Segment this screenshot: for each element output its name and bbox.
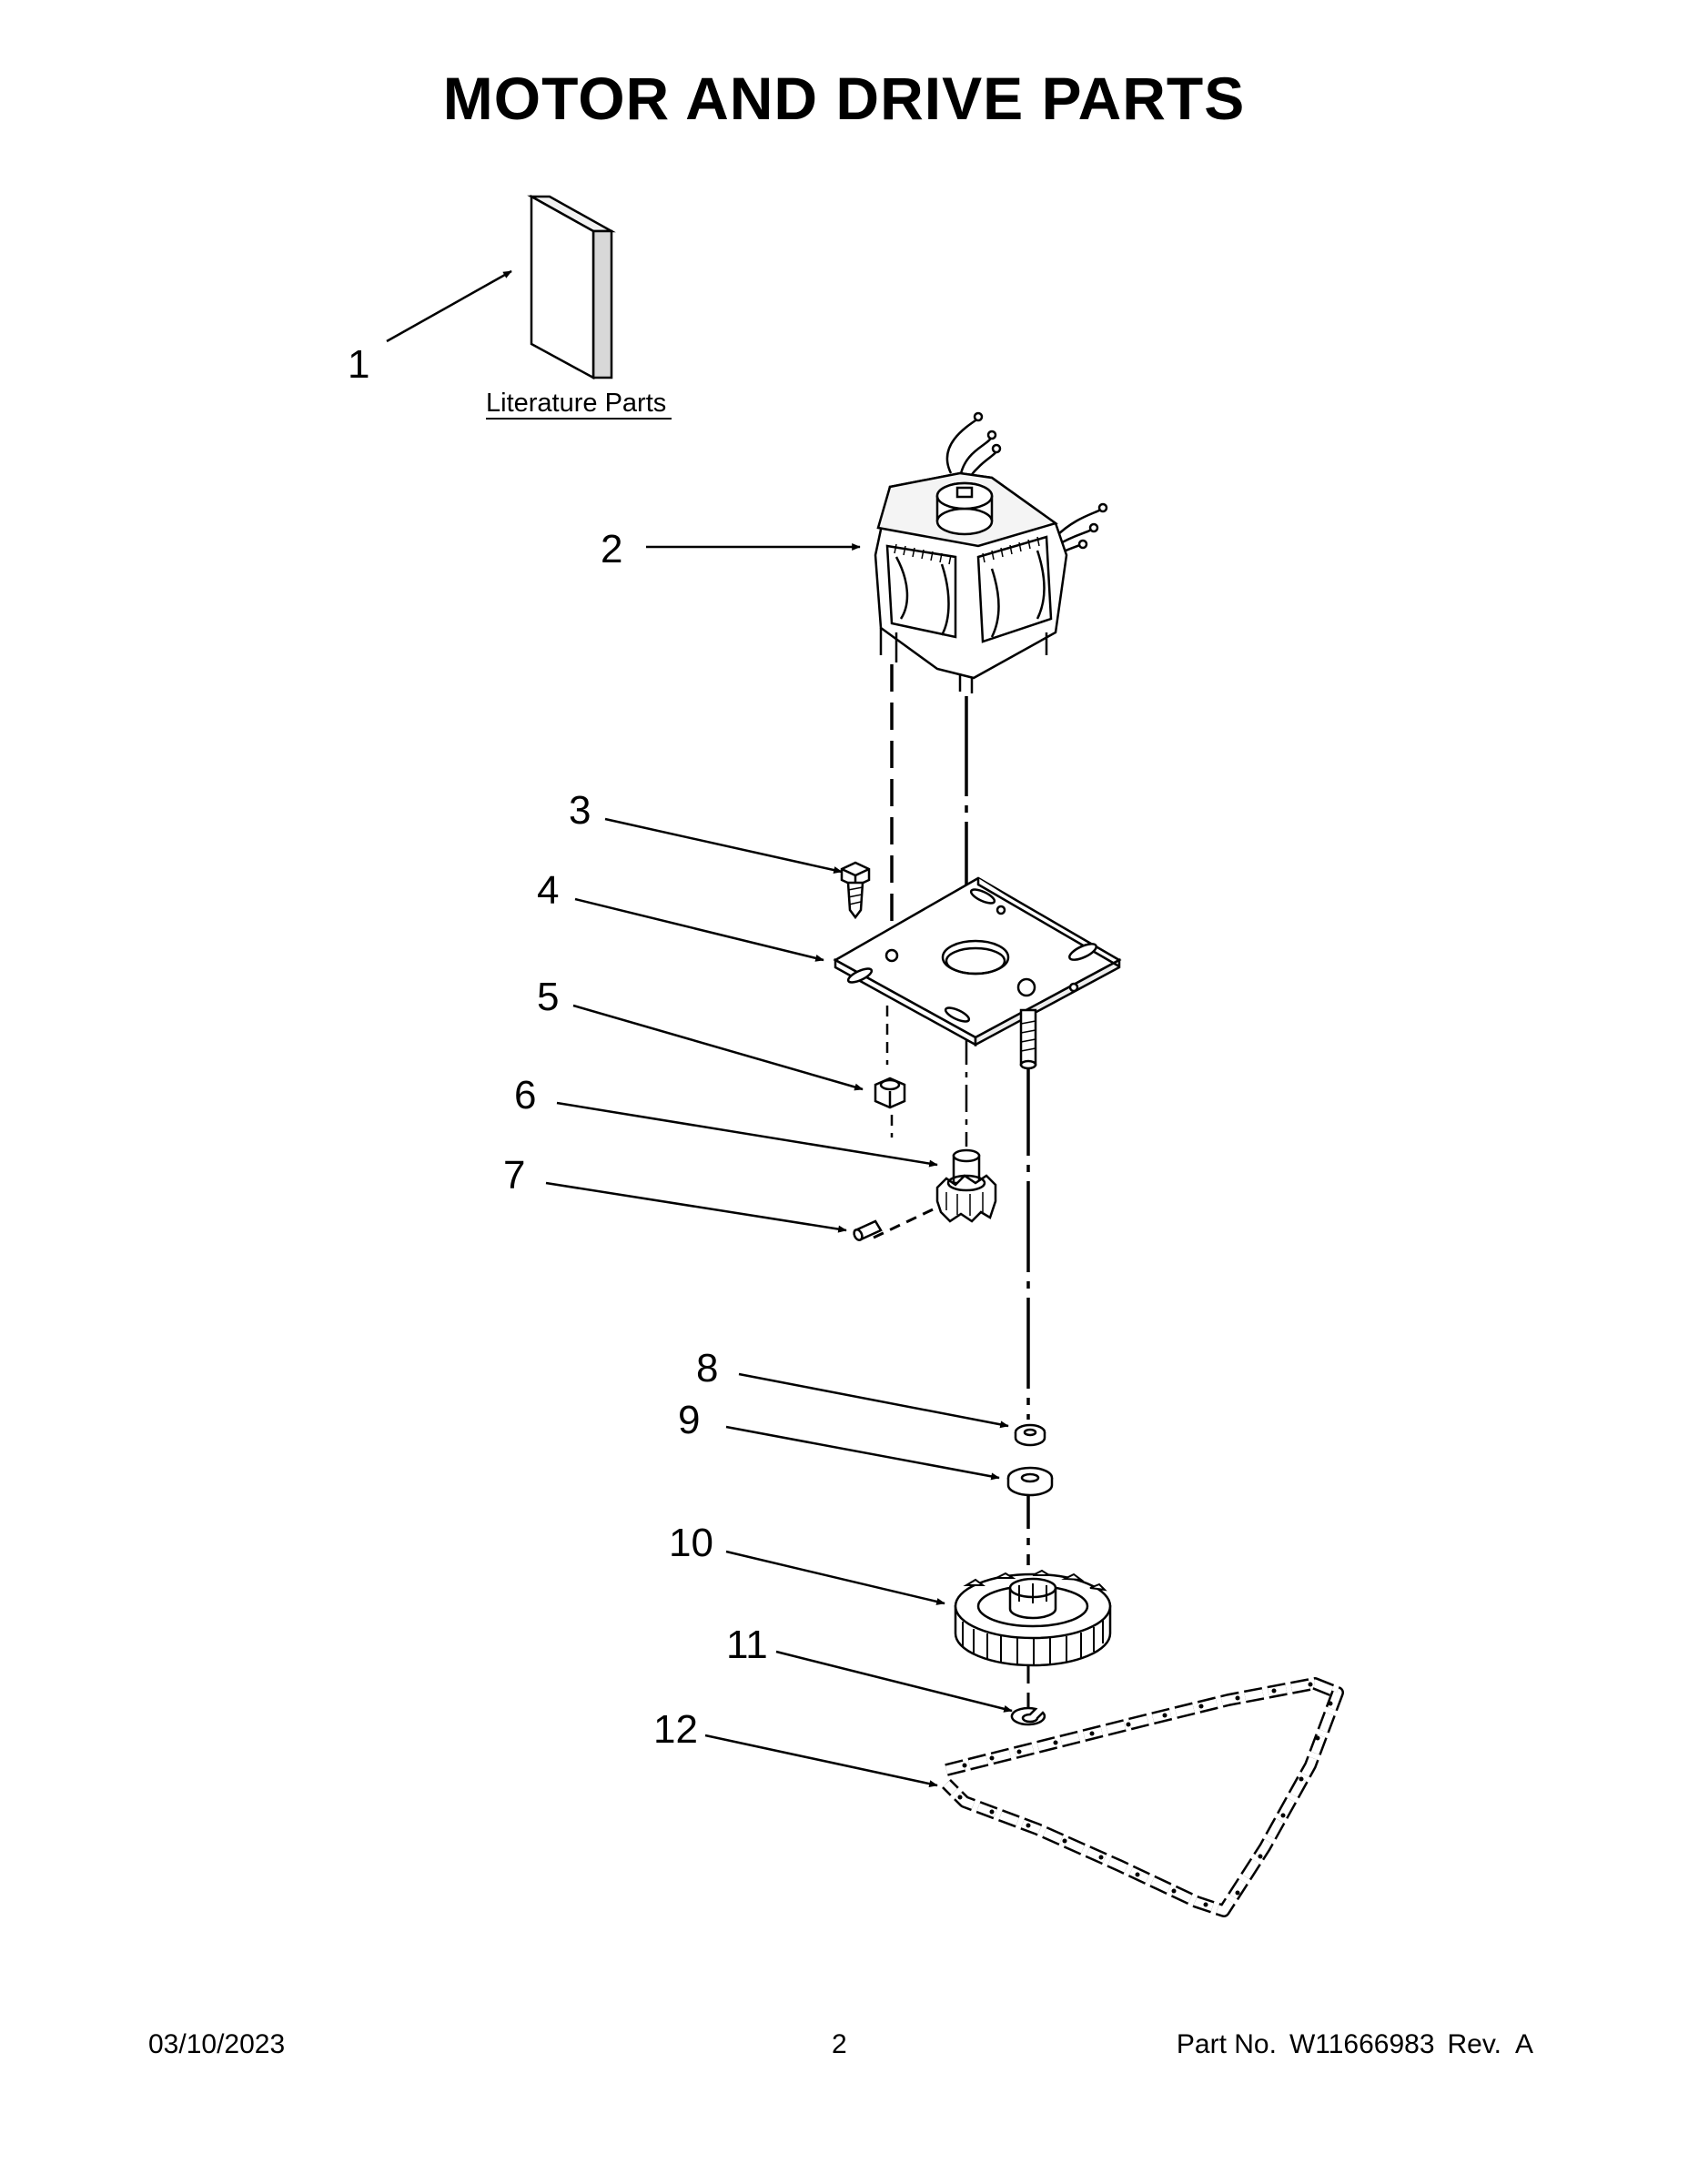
callout-9: 9: [678, 1398, 700, 1442]
roll-pin: [853, 1219, 883, 1241]
callout-2: 2: [601, 527, 622, 571]
nut: [874, 1077, 906, 1109]
washer-large: [1006, 1466, 1054, 1497]
literature-booklet: [527, 194, 616, 380]
part-number: W11666983: [1289, 2029, 1435, 2059]
callout-3: 3: [569, 788, 591, 833]
callout-8: 8: [696, 1346, 718, 1390]
literature-parts-label: Literature Parts: [486, 389, 666, 418]
callout-6: 6: [514, 1073, 536, 1117]
retaining-clip: [1010, 1706, 1046, 1726]
callout-10: 10: [669, 1521, 713, 1565]
pinion-gear: [935, 1148, 997, 1223]
leader-lines: [386, 269, 1013, 1788]
mounting-bracket: [833, 876, 1122, 1070]
callout-1: 1: [348, 342, 369, 387]
revision: Rev. A: [1447, 2029, 1533, 2059]
callout-12: 12: [653, 1707, 698, 1752]
footer-date: 03/10/2023: [148, 2029, 286, 2059]
footer-part-number: Part No. W11666983 Rev. A: [1164, 2029, 1533, 2060]
callout-7: 7: [503, 1153, 525, 1198]
washer-small: [1014, 1423, 1046, 1447]
callout-5: 5: [537, 975, 559, 1019]
footer-page-number: 2: [832, 2029, 847, 2059]
motor: [874, 411, 1108, 693]
page-title: MOTOR AND DRIVE PARTS: [442, 65, 1246, 132]
part-prefix: Part No.: [1176, 2029, 1277, 2059]
callout-11: 11: [726, 1623, 768, 1667]
callout-4: 4: [537, 868, 559, 913]
drive-chain: [942, 1677, 1344, 1917]
drive-gear: [954, 1569, 1112, 1667]
screw: [840, 861, 871, 920]
